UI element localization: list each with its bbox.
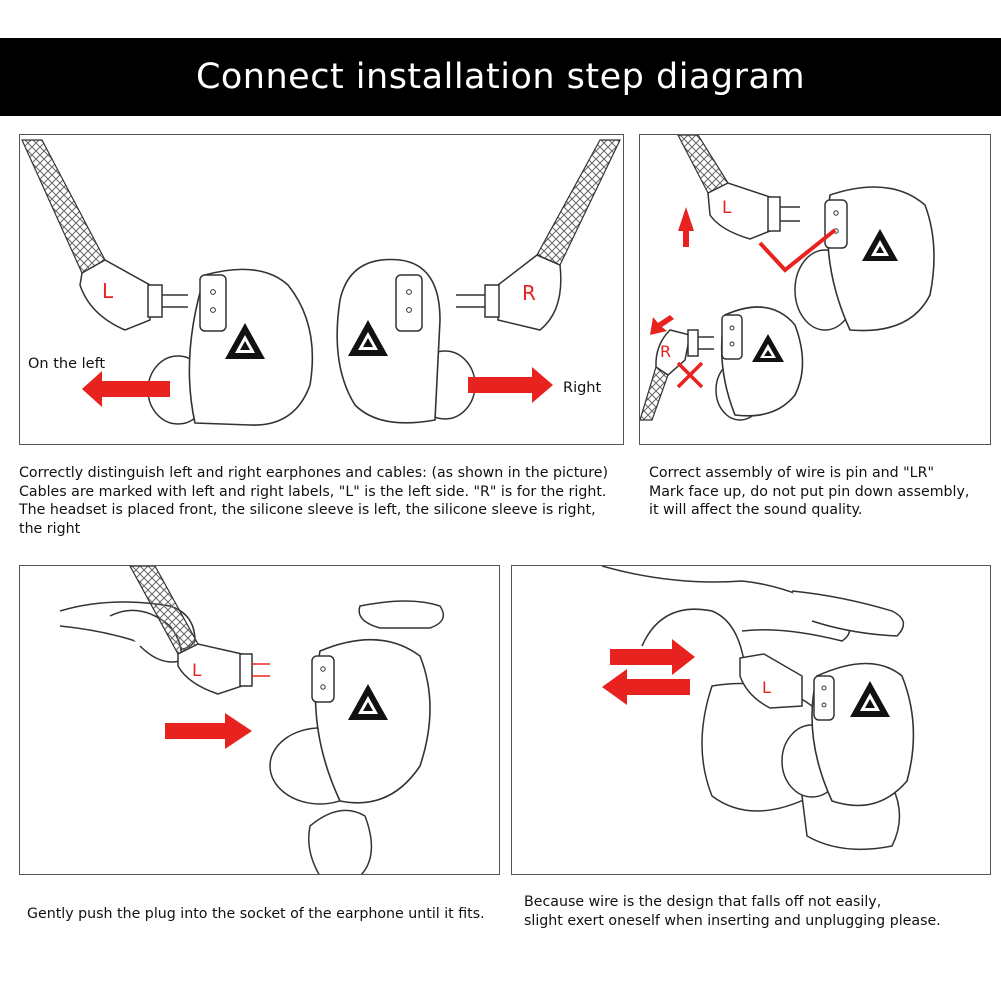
panel3-illustration: L: [20, 566, 500, 875]
panel2-illustration: L R: [640, 135, 991, 445]
caption-line: the right: [19, 520, 608, 539]
cross-mark-icon: [678, 363, 702, 387]
panel-push-plug: L: [19, 565, 500, 875]
upper-cable-plug-icon: L: [678, 135, 800, 239]
page-title: Connect installation step diagram: [196, 57, 805, 97]
caption-line: Correctly distinguish left and right ear…: [19, 464, 608, 483]
left-earphone-icon: [148, 269, 312, 425]
cable-mark: L: [192, 661, 202, 681]
caption-line: Correct assembly of wire is pin and "LR": [649, 464, 969, 483]
header-banner: Connect installation step diagram: [0, 38, 1001, 116]
cable-top-mark: L: [722, 198, 732, 218]
caption-step1: Correctly distinguish left and right ear…: [19, 464, 608, 538]
caption-step4: Because wire is the design that falls of…: [524, 893, 941, 930]
caption-step3: Gently push the plug into the socket of …: [27, 905, 485, 924]
caption-line: Gently push the plug into the socket of …: [27, 905, 485, 924]
cable-right-mark: R: [522, 281, 536, 305]
caption-line: slight exert oneself when inserting and …: [524, 912, 941, 931]
cable-left-mark: L: [102, 279, 114, 303]
lower-cable-plug-icon: R: [640, 330, 714, 420]
panel-correct-assembly: L R: [639, 134, 991, 445]
right-label: Right: [563, 380, 601, 396]
panel1-illustration: L: [20, 135, 624, 445]
caption-line: The headset is placed front, the silicon…: [19, 501, 608, 520]
on-the-left-label: On the left: [28, 356, 105, 372]
unplug-red-arrow-icon: [602, 669, 690, 705]
cable-mark: L: [762, 678, 771, 697]
caption-line: Because wire is the design that falls of…: [524, 893, 941, 912]
cable-bottom-mark: R: [660, 342, 671, 361]
panel4-illustration: L: [512, 566, 991, 875]
earphone-icon: [270, 640, 430, 804]
upper-earphone-icon: [795, 187, 934, 331]
left-cable-plug-icon: L: [22, 140, 188, 330]
insert-red-arrow-icon: [610, 639, 695, 675]
push-red-arrow-icon: [165, 713, 252, 749]
up-red-arrow-icon: [678, 207, 694, 247]
panel-insert-unplug: L: [511, 565, 991, 875]
right-red-arrow-icon: [468, 367, 553, 403]
panel-distinguish-left-right: L: [19, 134, 624, 445]
caption-line: Mark face up, do not put pin down assemb…: [649, 483, 969, 502]
caption-line: it will affect the sound quality.: [649, 501, 969, 520]
lower-earphone-icon: [716, 307, 803, 420]
right-earphone-icon: [337, 260, 475, 423]
caption-line: Cables are marked with left and right la…: [19, 483, 608, 502]
caption-step2: Correct assembly of wire is pin and "LR"…: [649, 464, 969, 520]
right-cable-plug-icon: R: [456, 140, 620, 330]
